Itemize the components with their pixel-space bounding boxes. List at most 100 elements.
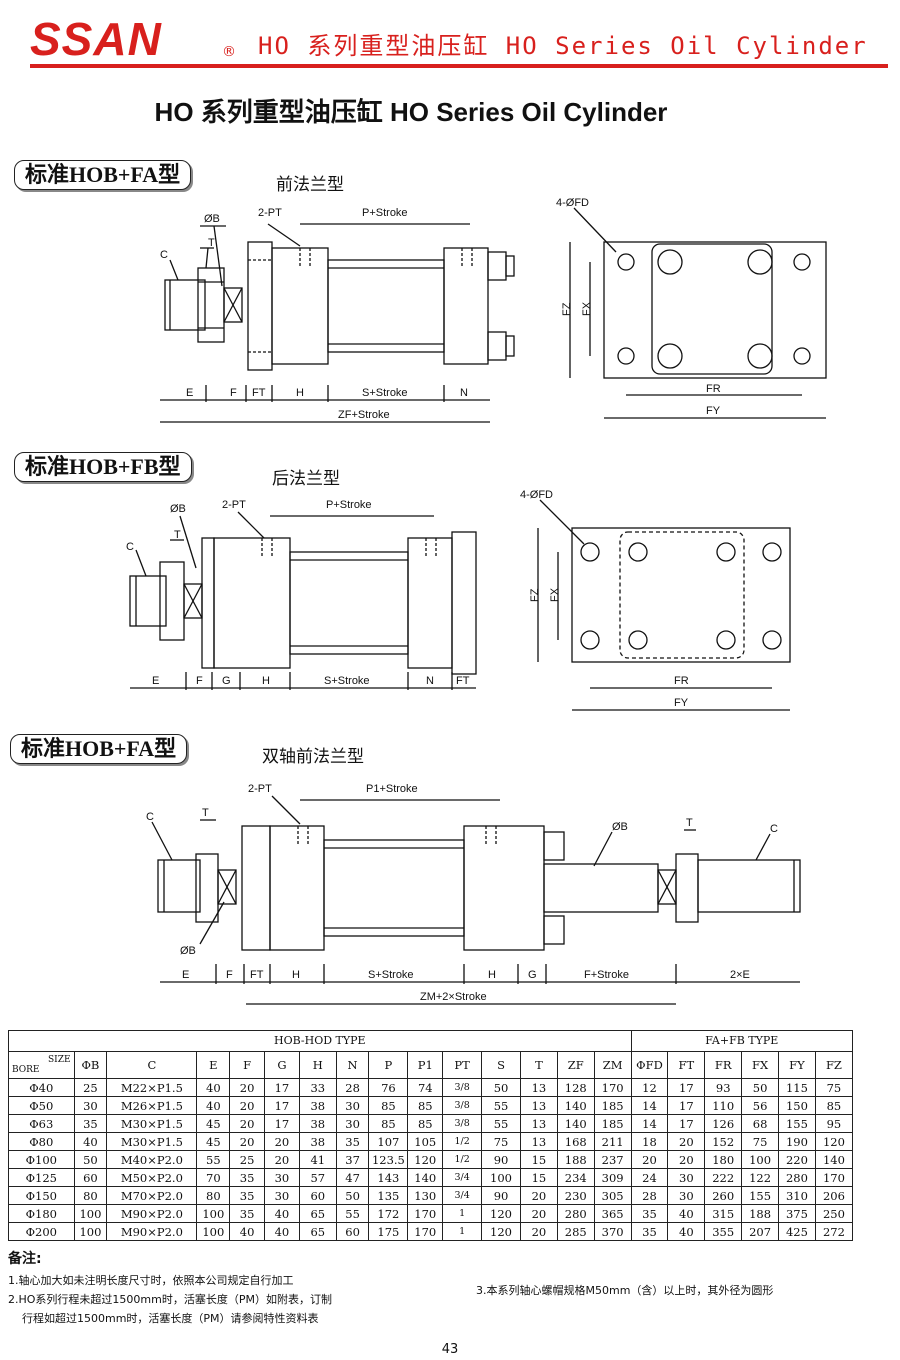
table-cell: 35 [229, 1186, 266, 1205]
table-cell: 122 [741, 1168, 779, 1187]
label-phiB: ØB [170, 503, 186, 515]
label-phiB-right: ØB [612, 821, 628, 833]
table-cell: 170 [593, 1078, 632, 1097]
table-cell: 38 [298, 1132, 337, 1151]
table-cell: 33 [298, 1078, 337, 1097]
table-cell: 211 [593, 1132, 632, 1151]
label-FT: FT [250, 969, 264, 981]
table-cell: 50 [481, 1078, 521, 1097]
table-cell: 56 [741, 1096, 779, 1115]
table-cell: M90×P2.0 [106, 1222, 198, 1241]
registered-mark: ® [222, 44, 236, 60]
table-cell: 35 [229, 1168, 266, 1187]
table-cell: 315 [704, 1204, 743, 1223]
table-cell: 120 [407, 1150, 444, 1169]
label-T: T [208, 237, 215, 249]
table-cell: 14 [630, 1096, 669, 1115]
section-subtitle-1: 前法兰型 [276, 175, 344, 195]
label-FR: FR [674, 675, 689, 687]
table-cell: M40×P2.0 [106, 1150, 198, 1169]
label-s-stroke: S+Stroke [324, 675, 370, 687]
label-fd: 4-ØFD [556, 197, 589, 209]
table-header-5: H [298, 1051, 337, 1079]
table-cell: 65 [298, 1204, 337, 1223]
table-cell: Φ180 [8, 1204, 75, 1223]
label-f-stroke: F+Stroke [584, 969, 629, 981]
label-F: F [230, 387, 237, 399]
table-cell: 100 [741, 1150, 779, 1169]
table-cell: 74 [407, 1078, 444, 1097]
table-cell: 40 [264, 1222, 300, 1241]
label-p-stroke: P+Stroke [326, 499, 372, 511]
label-C: C [160, 249, 168, 261]
table-cell: 175 [368, 1222, 409, 1241]
table-cell: 220 [778, 1150, 816, 1169]
page-number: 43 [441, 1342, 459, 1357]
table-cell: 143 [368, 1168, 409, 1187]
table-cell: 93 [704, 1078, 743, 1097]
table-cell: 120 [481, 1204, 521, 1223]
table-header-7: P [368, 1051, 409, 1079]
table-cell: 20 [264, 1150, 300, 1169]
table-cell: 20 [630, 1150, 669, 1169]
table-cell: 170 [814, 1168, 854, 1187]
table-header-3: F [229, 1051, 266, 1079]
table-group-hob-hod: HOB-HOD TYPE [8, 1030, 632, 1052]
label-FY: FY [706, 405, 721, 417]
table-cell: 20 [519, 1186, 558, 1205]
label-G: G [528, 969, 537, 981]
table-cell: 425 [778, 1222, 816, 1241]
label-H: H [296, 387, 304, 399]
table-cell: 100 [196, 1222, 231, 1241]
label-F: F [196, 675, 203, 687]
note-2b: 行程如超过1500mm时，活塞长度（PM）请参阅特性资料表 [22, 1312, 319, 1325]
table-cell: 130 [407, 1186, 444, 1205]
table-cell: 128 [556, 1078, 595, 1097]
table-cell: 126 [704, 1114, 743, 1133]
table-cell: 17 [264, 1096, 300, 1115]
table-cell: 355 [704, 1222, 743, 1241]
table-cell: 41 [298, 1150, 337, 1169]
table-cell: 40 [229, 1222, 266, 1241]
table-cell: 75 [481, 1132, 521, 1151]
label-2pt: 2-PT [258, 207, 282, 219]
table-cell: 20 [229, 1078, 266, 1097]
table-cell: Φ200 [8, 1222, 75, 1241]
label-T: T [174, 529, 181, 541]
table-cell: 180 [704, 1150, 743, 1169]
table-cell: 35 [229, 1204, 266, 1223]
table-cell: 85 [407, 1114, 444, 1133]
table-header-9: PT [442, 1051, 483, 1079]
table-cell: 40 [196, 1078, 231, 1097]
label-T: T [202, 807, 209, 819]
table-cell: 57 [298, 1168, 337, 1187]
section-subtitle-3: 双轴前法兰型 [262, 747, 364, 767]
section-tag-1: 标准HOB+FA型 [14, 160, 192, 190]
table-cell: 1 [442, 1222, 483, 1241]
table-cell: 3/4 [442, 1168, 483, 1187]
table-cell: Φ40 [8, 1078, 75, 1097]
table-cell: 76 [368, 1078, 409, 1097]
table-header-18: FY [778, 1051, 816, 1079]
label-s-stroke: S+Stroke [368, 969, 414, 981]
table-cell: 110 [704, 1096, 743, 1115]
table-cell: 15 [519, 1150, 558, 1169]
table-header-0: ΦB [73, 1051, 108, 1079]
table-cell: 85 [368, 1114, 409, 1133]
table-cell: 17 [667, 1114, 706, 1133]
table-cell: 75 [814, 1078, 854, 1097]
label-zm-stroke: ZM+2×Stroke [420, 991, 487, 1003]
table-cell: 20 [229, 1132, 266, 1151]
table-cell: 285 [556, 1222, 595, 1241]
table-cell: 35 [630, 1204, 669, 1223]
table-cell: 30 [667, 1168, 706, 1187]
table-cell: 188 [556, 1150, 595, 1169]
table-cell: Φ50 [8, 1096, 75, 1115]
table-cell: 17 [264, 1114, 300, 1133]
table-cell: 68 [741, 1114, 779, 1133]
table-header-10: S [481, 1051, 521, 1079]
